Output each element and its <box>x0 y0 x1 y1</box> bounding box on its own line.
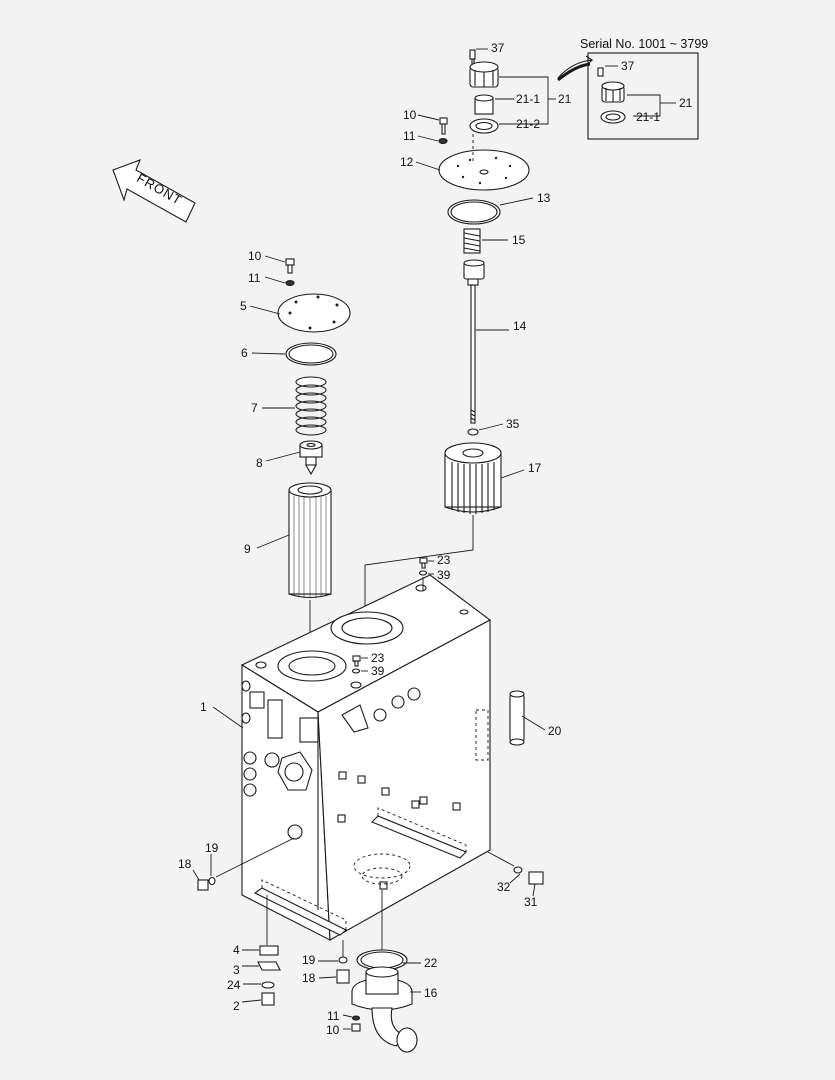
callout-10-bottom: 10 <box>326 1023 340 1037</box>
callout-2: 2 <box>233 999 240 1013</box>
callout-6: 6 <box>241 346 248 360</box>
drain-plug-18-left <box>197 876 216 891</box>
spring-7 <box>295 376 327 436</box>
bolt-washer-top <box>438 117 448 145</box>
callout-3: 3 <box>233 963 240 977</box>
breather-cap-assembly <box>469 49 499 134</box>
callout-39-a: 39 <box>437 568 451 582</box>
level-gauge-20 <box>509 690 525 746</box>
callout-inset-21: 21 <box>679 96 693 110</box>
inset-breather-cap <box>597 67 626 124</box>
bolt-washer-left <box>285 258 295 287</box>
callout-inset-37: 37 <box>621 59 635 73</box>
filter-rod-14 <box>463 259 485 424</box>
plug-23-39-upper <box>418 557 428 576</box>
callout-15: 15 <box>512 233 526 247</box>
mount-hardware-stack <box>257 945 281 1006</box>
cover-plate-5 <box>277 293 351 333</box>
valve-8 <box>299 440 323 476</box>
spring-15 <box>463 228 481 254</box>
nut-35 <box>467 428 479 436</box>
callout-37: 37 <box>491 41 505 55</box>
drain-plug-31-right <box>513 866 544 885</box>
drain-plug-18-bottom <box>336 956 350 984</box>
callout-11-top: 11 <box>403 129 416 143</box>
cover-plate-12 <box>438 149 530 191</box>
plug-23-39-lower <box>351 655 361 674</box>
callout-5: 5 <box>240 299 247 313</box>
return-filter-17 <box>444 442 502 514</box>
callout-inset-21-1: 21-1 <box>636 110 660 124</box>
suction-flange-16 <box>351 949 418 1053</box>
callout-13: 13 <box>537 191 551 205</box>
callout-19-left: 19 <box>205 841 219 855</box>
callout-14: 14 <box>513 319 527 333</box>
o-ring-6 <box>285 342 337 366</box>
callout-8: 8 <box>256 456 263 470</box>
callout-21-2: 21-2 <box>516 117 540 131</box>
callout-11-bottom: 11 <box>327 1009 340 1023</box>
callout-4: 4 <box>233 943 240 957</box>
callout-17: 17 <box>528 461 542 475</box>
bolt-37 <box>469 49 476 60</box>
callout-20: 20 <box>548 724 562 738</box>
front-direction-arrow: FRONT <box>112 159 196 223</box>
serial-inset-panel: Serial No. 1001 ~ 3799 37 21 21-1 <box>557 37 708 140</box>
o-ring-13 <box>447 199 501 225</box>
callout-39-b: 39 <box>371 664 385 678</box>
callout-24: 24 <box>227 978 241 992</box>
callout-18-left: 18 <box>178 857 192 871</box>
callout-22: 22 <box>424 956 438 970</box>
callout-7: 7 <box>251 401 258 415</box>
callout-21: 21 <box>558 92 572 106</box>
callout-23-b: 23 <box>371 651 385 665</box>
callout-31: 31 <box>524 895 538 909</box>
bracket <box>341 704 369 733</box>
suction-filter-9 <box>288 482 332 599</box>
callout-23-a: 23 <box>437 553 451 567</box>
callout-10-left: 10 <box>248 249 262 263</box>
callout-18-bottom: 18 <box>302 971 316 985</box>
callout-16: 16 <box>424 986 438 1000</box>
callout-10-top: 10 <box>403 108 417 122</box>
hydraulic-tank-1 <box>240 574 492 941</box>
callout-9: 9 <box>244 542 251 556</box>
callout-19-bottom: 19 <box>302 953 316 967</box>
callout-1: 1 <box>200 700 207 714</box>
tank-front-face <box>317 619 491 941</box>
callout-21-1: 21-1 <box>516 92 540 106</box>
callout-12: 12 <box>400 155 414 169</box>
callout-32: 32 <box>497 880 511 894</box>
bolt-washer-bottom <box>351 1015 361 1032</box>
callout-35: 35 <box>506 417 520 431</box>
serial-number-label: Serial No. 1001 ~ 3799 <box>580 37 708 51</box>
callout-11-left: 11 <box>248 271 261 285</box>
